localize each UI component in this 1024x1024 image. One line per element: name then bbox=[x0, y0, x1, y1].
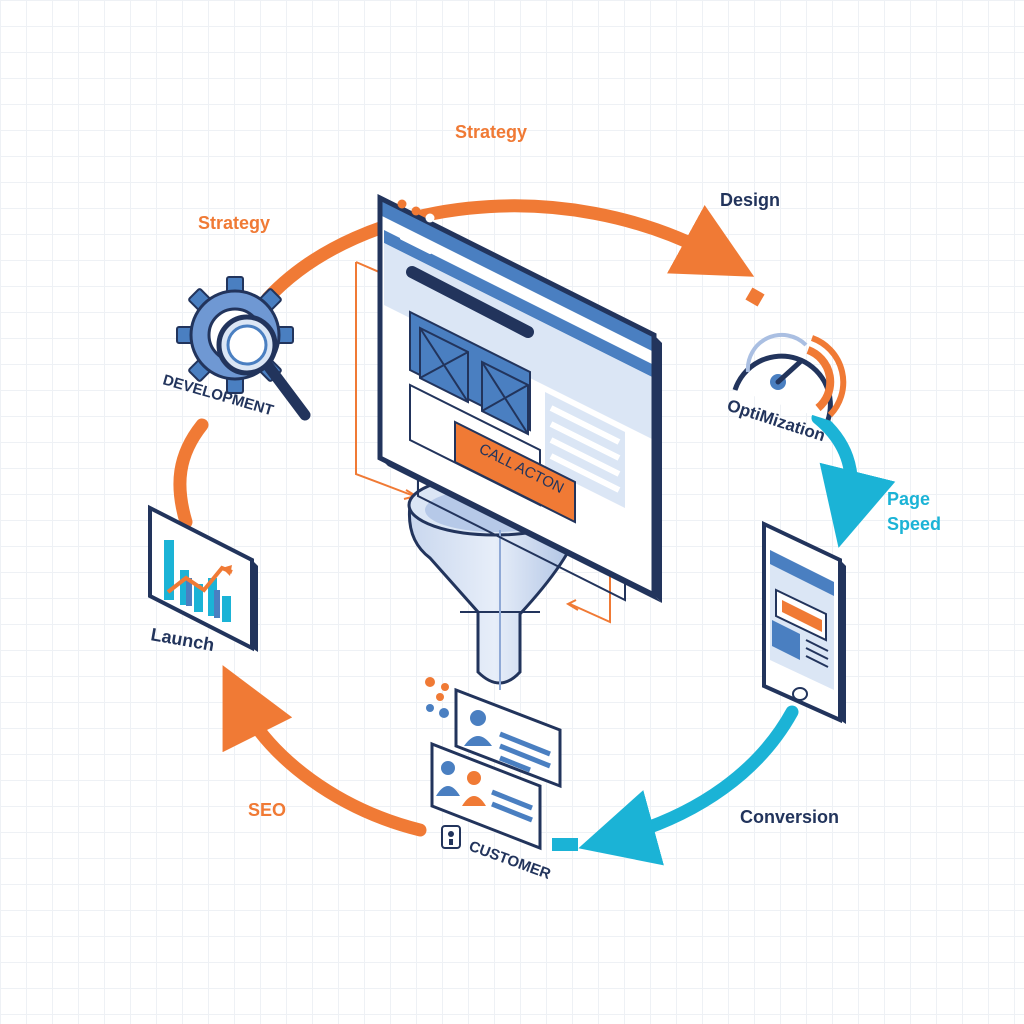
arrow-development-to-launch bbox=[173, 418, 209, 529]
website-funnel-illustration: CALL ACTON bbox=[355, 193, 662, 690]
label-strategy-left: Strategy bbox=[198, 213, 270, 233]
cycle-arrows bbox=[173, 199, 896, 866]
label-development: DEVELOPMENT bbox=[161, 372, 275, 420]
speedometer-icon bbox=[732, 332, 847, 421]
label-page-speed-line1: Page bbox=[887, 489, 930, 509]
arrow-optimization-to-speed bbox=[811, 411, 896, 548]
dash-conversion bbox=[552, 838, 578, 851]
dash-design bbox=[745, 287, 765, 307]
arrow-speed-to-conversion bbox=[578, 705, 799, 866]
arrow-customer-to-launch bbox=[222, 665, 427, 837]
gear-search-icon bbox=[176, 276, 311, 421]
label-design: Design bbox=[720, 190, 780, 210]
label-launch: Launch bbox=[149, 624, 216, 655]
analytics-chart-icon bbox=[148, 504, 258, 652]
arrow-strategy-to-design bbox=[261, 199, 755, 305]
label-seo: SEO bbox=[248, 800, 286, 820]
customer-cards-icon bbox=[425, 677, 562, 851]
label-strategy-top: Strategy bbox=[455, 122, 527, 142]
mobile-phone-icon bbox=[762, 520, 846, 724]
label-page-speed-line2: Speed bbox=[887, 514, 941, 534]
label-conversion: Conversion bbox=[740, 807, 839, 827]
